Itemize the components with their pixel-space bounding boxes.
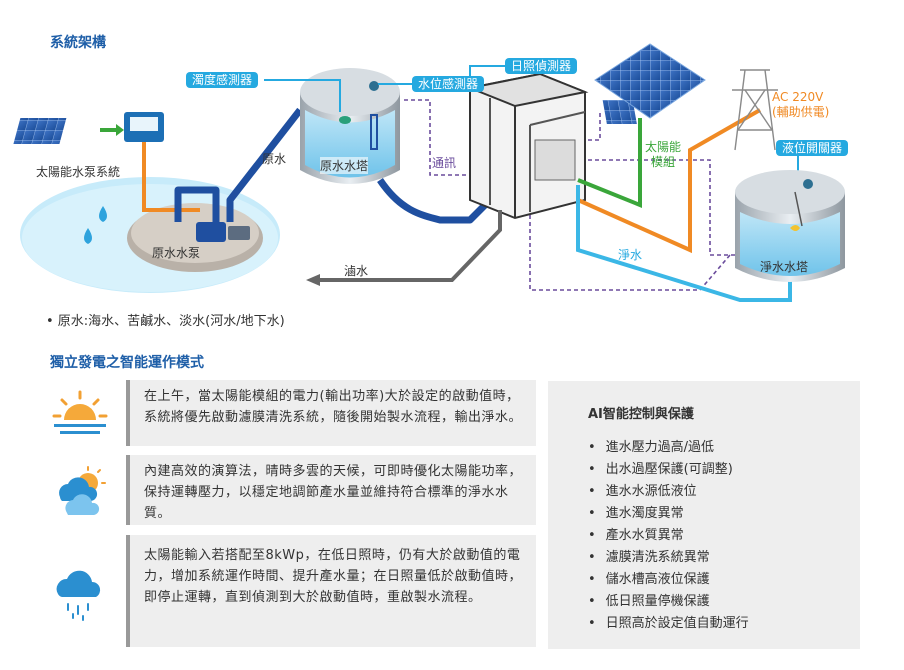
sunrise-icon — [52, 390, 108, 434]
list-item: 低日照量停機保護 — [588, 591, 749, 613]
ac-voltage: AC 220V — [772, 90, 824, 104]
mode-description: 太陽能輸入若搭配至8kWp，在低日照時，仍有大於啟動值的電力，增加系統運作時間、… — [126, 535, 536, 647]
raw-water-pump-label: 原水水泵 — [152, 246, 201, 260]
brine-label: 滷水 — [344, 264, 369, 278]
raw-water-tower-label: 原水水塔 — [320, 157, 369, 174]
ai-panel-title: AI智能控制與保護 — [588, 407, 694, 422]
float-switch-tag: 液位開關器 — [776, 140, 849, 156]
modes-title: 獨立發電之智能運作模式 — [50, 355, 204, 371]
solar-pump-system-label: 太陽能水泵系統 — [36, 165, 121, 179]
mode-description: 內建高效的演算法，晴時多雲的天候，可即時優化太陽能功率，保持運轉壓力，以穩定地調… — [126, 455, 536, 525]
solar-module-label: 太陽能 模組 — [645, 140, 682, 169]
list-item: 進水水源低液位 — [588, 481, 749, 503]
list-item: 日照高於設定值自動運行 — [588, 613, 749, 635]
protection-list: 進水壓力過高/過低 出水過壓保護(可調整) 進水水源低液位 進水濁度異常 產水水… — [588, 437, 749, 635]
raw-water-note: • 原水:海水、苦鹹水、淡水(河水/地下水) — [46, 314, 285, 329]
pure-water-label: 淨水 — [618, 248, 643, 262]
list-item: 濾膜清洗系統異常 — [588, 547, 749, 569]
turbidity-sensor-tag: 濁度感測器 — [186, 72, 259, 88]
comm-label: 通訊 — [432, 156, 457, 170]
list-item: 出水過壓保護(可調整) — [588, 459, 749, 481]
rain-cloud-icon — [56, 570, 101, 621]
mode-description: 在上午，當太陽能模組的電力(輸出功率)大於設定的啟動值時，系統將優先啟動濾膜清洗… — [126, 380, 536, 446]
power-tower — [732, 69, 778, 151]
level-sensor-tag: 水位感測器 — [412, 76, 485, 92]
architecture-title: 系統架構 — [50, 35, 106, 51]
list-item: 進水濁度異常 — [588, 503, 749, 525]
water-drop-icon — [99, 206, 107, 222]
list-item: 進水壓力過高/過低 — [588, 437, 749, 459]
solar-module — [594, 43, 706, 119]
list-item: 儲水槽高液位保護 — [588, 569, 749, 591]
ac-power-label: AC 220V (輔助供電) — [772, 90, 829, 120]
list-item: 產水水質異常 — [588, 525, 749, 547]
partly-cloudy-icon — [59, 466, 106, 515]
ai-control-panel: AI智能控制與保護 進水壓力過高/過低 出水過壓保護(可調整) 進水水源低液位 … — [548, 381, 860, 649]
water-drop-icon — [84, 228, 92, 244]
sun-sensor-tag: 日照偵測器 — [505, 58, 578, 74]
ro-machine — [466, 72, 589, 220]
pure-water-tower-label: 淨水水塔 — [760, 260, 809, 274]
raw-water-label: 原水 — [262, 152, 287, 166]
ac-aux-note: (輔助供電) — [772, 105, 830, 119]
